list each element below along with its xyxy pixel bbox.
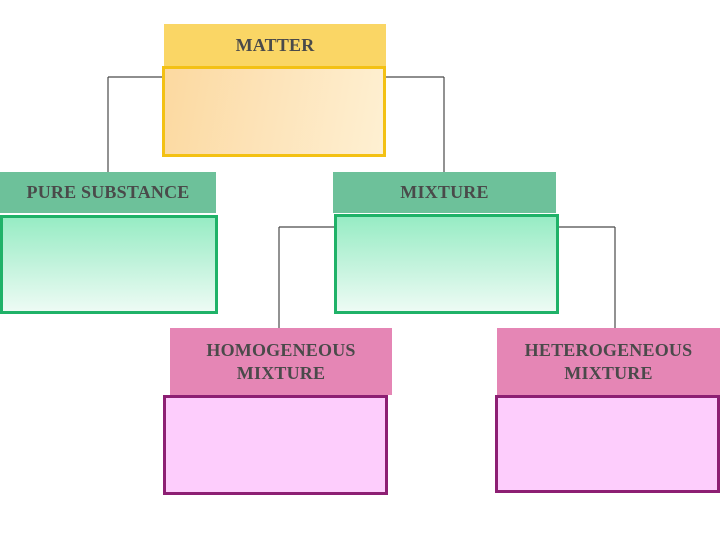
heterogeneous-mixture-content-box — [495, 395, 720, 493]
mixture-title: MIXTURE — [400, 182, 489, 202]
matter-title: MATTER — [235, 34, 315, 55]
homogeneous-title-line2: MIXTURE — [236, 362, 326, 383]
heterogeneous-title-line2: MIXTURE — [564, 362, 653, 383]
pure-substance-title: PURE SUBSTANCE — [26, 182, 190, 202]
matter-content-box — [162, 66, 386, 157]
matter-header: MATTER — [164, 24, 386, 66]
mixture-content-box — [334, 214, 559, 314]
heterogeneous-mixture-header: HETEROGENEOUS MIXTURE — [497, 328, 720, 395]
mixture-header: MIXTURE — [333, 172, 556, 213]
homogeneous-mixture-header: HOMOGENEOUS MIXTURE — [170, 328, 392, 395]
homogeneous-title-line1: HOMOGENEOUS — [206, 339, 356, 360]
pure-substance-content-box — [0, 215, 218, 314]
homogeneous-mixture-content-box — [163, 395, 388, 495]
heterogeneous-title-line1: HETEROGENEOUS — [524, 339, 693, 360]
pure-substance-header: PURE SUBSTANCE — [0, 172, 216, 213]
